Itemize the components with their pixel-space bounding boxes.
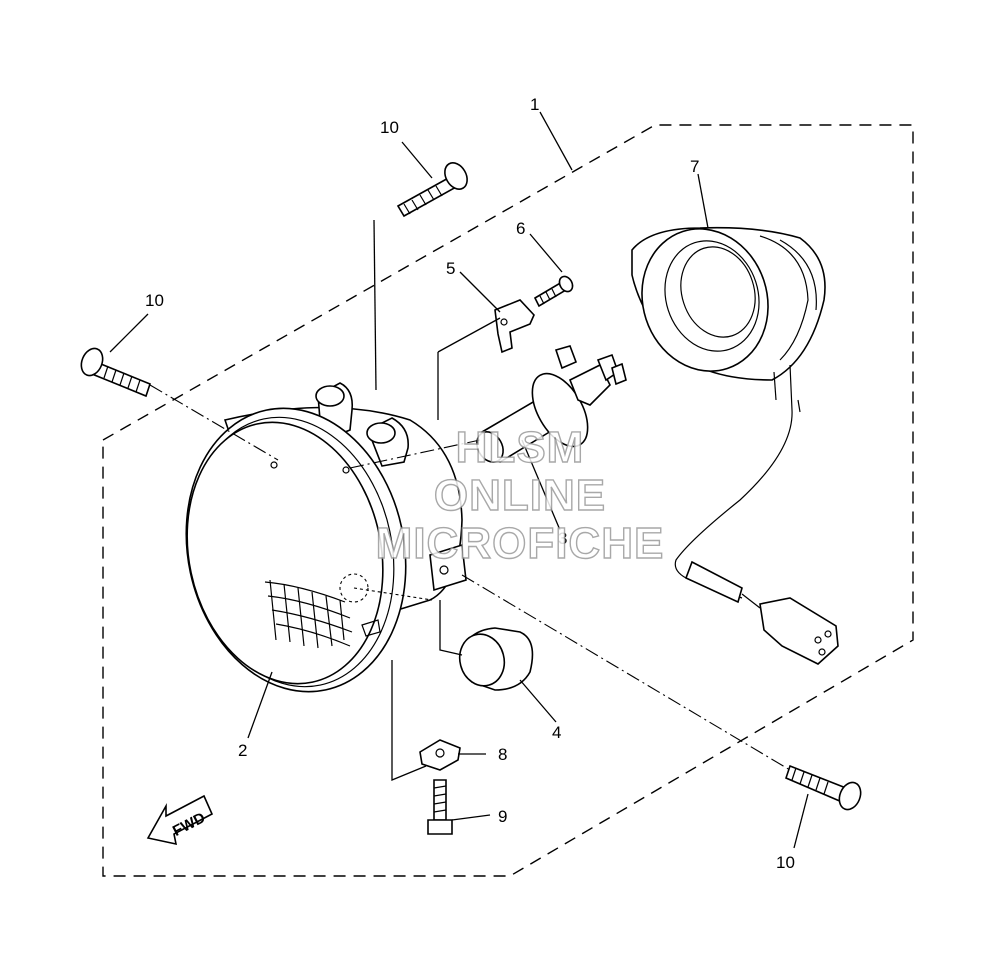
watermark-line-3: MICROFICHE xyxy=(376,519,665,568)
screw-right xyxy=(785,764,862,811)
fwd-arrow: FWD xyxy=(146,794,214,846)
callout-4: 4 xyxy=(552,723,561,742)
callout-1: 1 xyxy=(530,95,539,114)
headlight-bulb xyxy=(476,345,627,463)
callout-7: 7 xyxy=(690,157,699,176)
rubber-cover xyxy=(631,226,826,381)
assembly-lines xyxy=(149,219,791,781)
callout-6: 6 xyxy=(516,219,525,238)
watermark-line-1: HLSM xyxy=(456,423,585,472)
assembly-boundary xyxy=(102,124,914,877)
callout-10-bottom: 10 xyxy=(776,853,795,872)
callout-10-top: 10 xyxy=(380,118,399,137)
socket-cap xyxy=(458,627,534,691)
callout-9: 9 xyxy=(498,807,507,826)
callout-3: 3 xyxy=(558,529,567,548)
adjusting-bolt xyxy=(427,779,453,835)
callout-8: 8 xyxy=(498,745,507,764)
watermark-line-2: ONLINE xyxy=(434,471,606,520)
callout-2: 2 xyxy=(238,741,247,760)
screw-left xyxy=(80,347,151,398)
callout-5: 5 xyxy=(446,259,455,278)
leader-lines xyxy=(109,111,809,849)
screw-top xyxy=(396,162,468,218)
bracket-screw xyxy=(533,275,574,308)
clip-nut xyxy=(419,739,461,771)
watermark: HLSM ONLINE MICROFICHE xyxy=(375,422,665,568)
headlight-housing xyxy=(185,382,467,693)
callout-10-left: 10 xyxy=(145,291,164,310)
wire-harness xyxy=(674,364,839,665)
bracket xyxy=(494,299,535,354)
